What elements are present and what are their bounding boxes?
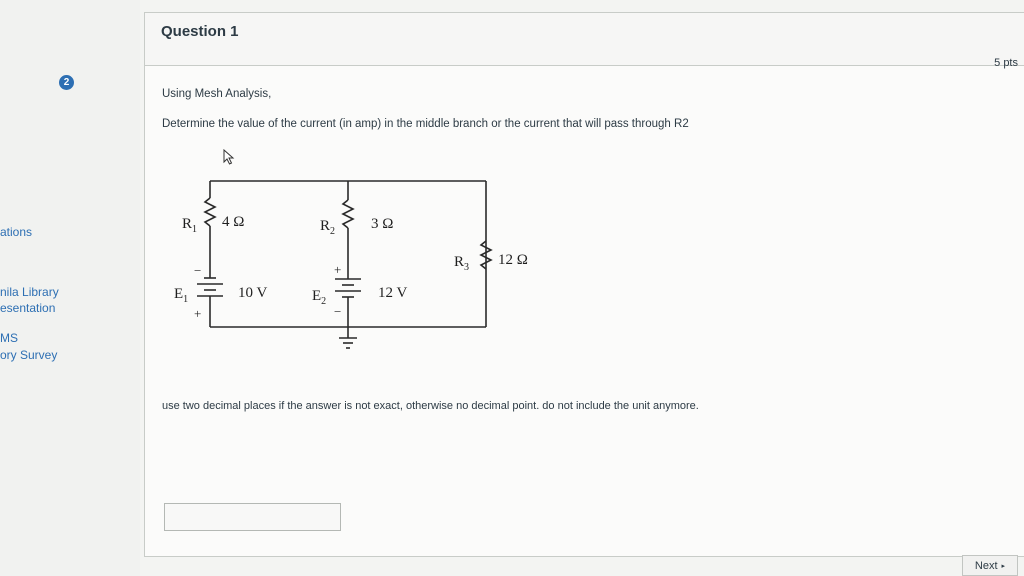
question-points: 5 pts [994, 57, 1018, 69]
answer-input[interactable] [164, 503, 341, 531]
sidebar-link-survey[interactable]: ory Survey [0, 348, 58, 362]
r3-value: 12 Ω [498, 252, 528, 268]
r2-label: R2 [320, 218, 335, 237]
sidebar-link-ms[interactable]: MS [0, 331, 18, 345]
r3-resistor [479, 240, 493, 270]
r1-resistor [203, 197, 217, 227]
next-arrow-icon: ▸ [1001, 562, 1006, 570]
unread-badge: 2 [59, 75, 74, 90]
question-panel: Question 1 5 pts [144, 12, 1024, 557]
next-button-label: Next [974, 559, 998, 572]
answer-instruction: use two decimal places if the answer is … [162, 400, 699, 412]
e1-minus: − [194, 263, 201, 278]
r1-value: 4 Ω [222, 214, 244, 230]
e2-minus: − [334, 304, 341, 319]
r1-label: R1 [182, 216, 197, 235]
e1-label: E1 [174, 286, 188, 305]
e1-value: 10 V [238, 285, 267, 301]
next-button[interactable]: Next ▸ [962, 555, 1018, 576]
mouse-cursor-icon [223, 149, 235, 165]
e2-label: E2 [312, 288, 326, 307]
question-line-1: Using Mesh Analysis, [162, 88, 272, 100]
circuit-diagram: R1 4 Ω R2 3 Ω R3 12 Ω E1 10 V − + E2 12 … [174, 180, 528, 349]
e2-value: 12 V [378, 285, 407, 301]
r2-resistor [341, 199, 355, 229]
r3-label: R3 [454, 254, 469, 273]
sidebar-link-ations[interactable]: ations [0, 225, 33, 239]
sidebar-link-presentation[interactable]: esentation [0, 301, 56, 315]
sidebar-link-library[interactable]: nila Library [0, 285, 59, 299]
course-sidebar: 2 ations nila Library esentation MS ory … [0, 0, 140, 576]
question-title: Question 1 [161, 23, 239, 40]
e2-plus: + [334, 262, 341, 277]
e1-plus: + [194, 306, 201, 321]
question-header: Question 1 [145, 13, 1024, 66]
question-line-2: Determine the value of the current (in a… [162, 118, 689, 130]
r2-value: 3 Ω [371, 216, 393, 232]
